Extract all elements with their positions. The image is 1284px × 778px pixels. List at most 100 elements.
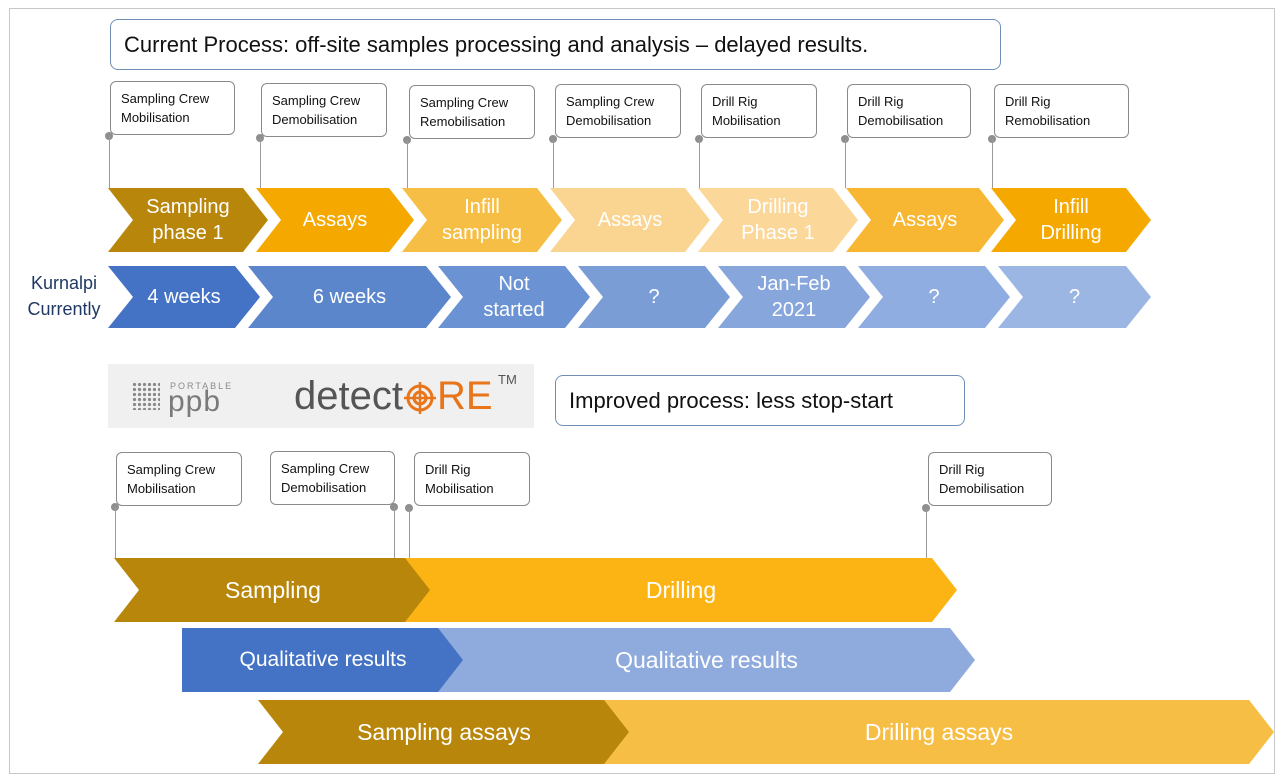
portable-ppb-detectore-logo: PORTABLE ppb detect RE TM xyxy=(108,364,534,428)
bar-drilling: Drilling xyxy=(405,558,957,622)
status-label: 4 weeks xyxy=(147,284,220,310)
bar-sampling: Sampling xyxy=(114,558,432,622)
phase-label-line: Sampling xyxy=(146,196,230,218)
phase-chevron-assays: Assays xyxy=(256,188,414,252)
phase-label-line: Assays xyxy=(597,209,663,231)
bar-label: Sampling xyxy=(225,577,321,603)
callout-line: Mobilisation xyxy=(712,113,781,128)
status-label: ? xyxy=(1069,284,1080,310)
bar-label: Drilling assays xyxy=(864,719,1014,745)
phase-label-line: Assays xyxy=(892,209,958,231)
pin-line xyxy=(394,507,395,558)
callout-line: Demobilisation xyxy=(939,481,1025,496)
phase-label-line: Phase 1 xyxy=(741,222,815,244)
pin-line xyxy=(260,138,261,188)
status-chevron-6-weeks: 6 weeks xyxy=(248,266,451,328)
detectore-suffix: RE xyxy=(436,374,493,418)
callout-sampling-crew-mobilisation: Sampling Crew Mobilisation xyxy=(110,81,235,135)
status-label-line: ? xyxy=(1068,286,1081,308)
bar-label: Qualitative results xyxy=(615,647,798,673)
ppb-wordmark: ppb xyxy=(168,385,222,418)
ppb-dot-grid-icon xyxy=(132,382,160,410)
callout-line: Mobilisation xyxy=(127,481,196,496)
phase-label-line: Drilling xyxy=(1040,222,1102,244)
callout-line: Mobilisation xyxy=(425,481,494,496)
status-label-line: started xyxy=(483,299,545,321)
status-label: Not started xyxy=(483,271,544,323)
row-label-line: Kurnalpi xyxy=(30,273,98,293)
callout-drill-rig-mobilisation-improved: Drill Rig Mobilisation xyxy=(414,452,530,506)
callout-line: Drill Rig xyxy=(858,94,904,109)
callout-drill-rig-demobilisation: Drill Rig Demobilisation xyxy=(847,84,971,138)
status-label: 6 weeks xyxy=(313,284,386,310)
bar-label: Qualitative results xyxy=(239,648,407,671)
callout-sampling-crew-mobilisation-improved: Sampling Crew Mobilisation xyxy=(116,452,242,506)
callout-drill-rig-mobilisation: Drill Rig Mobilisation xyxy=(701,84,817,138)
slide-frame xyxy=(9,8,1275,774)
pin-line xyxy=(926,508,927,558)
callout-line: Drill Rig xyxy=(425,462,471,477)
callout-sampling-crew-demobilisation: Sampling Crew Demobilisation xyxy=(261,83,387,137)
row-label-line: Currently xyxy=(27,299,101,319)
callout-line: Sampling Crew xyxy=(272,93,361,108)
phase-chevron-assays-3: Assays xyxy=(846,188,1004,252)
callout-sampling-crew-demobilisation-improved: Sampling Crew Demobilisation xyxy=(270,451,395,505)
status-label-line: ? xyxy=(648,286,660,308)
status-chevron-not-started: Not started xyxy=(438,266,590,328)
phase-label-line: Infill xyxy=(1053,196,1089,218)
detectore-wordmark: detect RE xyxy=(294,374,493,418)
status-label-line: Not xyxy=(498,273,530,295)
bar-qualitative-results-sampling: Qualitative results xyxy=(182,628,464,692)
pin-line xyxy=(553,139,554,188)
bar-sampling-assays: Sampling assays xyxy=(258,700,630,764)
callout-line: Remobilisation xyxy=(1005,113,1091,128)
callout-sampling-crew-demobilisation-2: Sampling Crew Demobilisation xyxy=(555,84,681,138)
phase-label-line: Drilling xyxy=(747,196,809,218)
status-label-line: ? xyxy=(928,286,940,308)
trademark-mark: TM xyxy=(498,372,517,387)
callout-line: Sampling Crew xyxy=(420,95,509,110)
phase-label-line: Assays xyxy=(302,209,368,231)
phase-label: Assays xyxy=(598,207,662,233)
improved-process-title: Improved process: less stop-start xyxy=(555,375,965,426)
phase-label-line: sampling xyxy=(441,222,523,244)
callout-line: Mobilisation xyxy=(121,110,190,125)
pin-line xyxy=(699,139,700,188)
bar-label: Sampling assays xyxy=(357,719,531,745)
phase-label: Assays xyxy=(303,207,367,233)
pin-line xyxy=(407,140,408,188)
pin-line xyxy=(115,507,116,558)
status-label-line: Jan-Feb xyxy=(757,273,831,295)
callout-line: Remobilisation xyxy=(420,114,506,129)
pin-line xyxy=(409,508,410,558)
status-chevron-4-weeks: 4 weeks xyxy=(108,266,260,328)
status-label-line: 4 weeks xyxy=(147,286,221,308)
status-label: Jan-Feb 2021 xyxy=(757,271,830,323)
status-chevron-unknown-3: ? xyxy=(998,266,1151,328)
status-chevron-jan-feb-2021: Jan-Feb 2021 xyxy=(718,266,870,328)
pin-line xyxy=(109,136,110,188)
status-label-line: 2021 xyxy=(771,299,817,321)
pin-line xyxy=(992,139,993,188)
callout-line: Drill Rig xyxy=(939,462,985,477)
callout-drill-rig-remobilisation: Drill Rig Remobilisation xyxy=(994,84,1129,138)
status-chevron-unknown-1: ? xyxy=(578,266,730,328)
status-label-line: 6 weeks xyxy=(312,286,387,308)
callout-line: Drill Rig xyxy=(712,94,758,109)
ppb-small-text: PORTABLE xyxy=(170,381,234,391)
callout-line: Sampling Crew xyxy=(281,461,370,476)
detectore-prefix: detect xyxy=(294,374,403,418)
callout-line: Demobilisation xyxy=(281,480,367,495)
callout-line: Demobilisation xyxy=(566,113,652,128)
callout-line: Drill Rig xyxy=(1005,94,1051,109)
kurnalpi-currently-label: Kurnalpi Currently xyxy=(16,270,112,322)
callout-sampling-crew-remobilisation: Sampling Crew Remobilisation xyxy=(409,85,535,139)
callout-drill-rig-demobilisation-improved: Drill Rig Demobilisation xyxy=(928,452,1052,506)
